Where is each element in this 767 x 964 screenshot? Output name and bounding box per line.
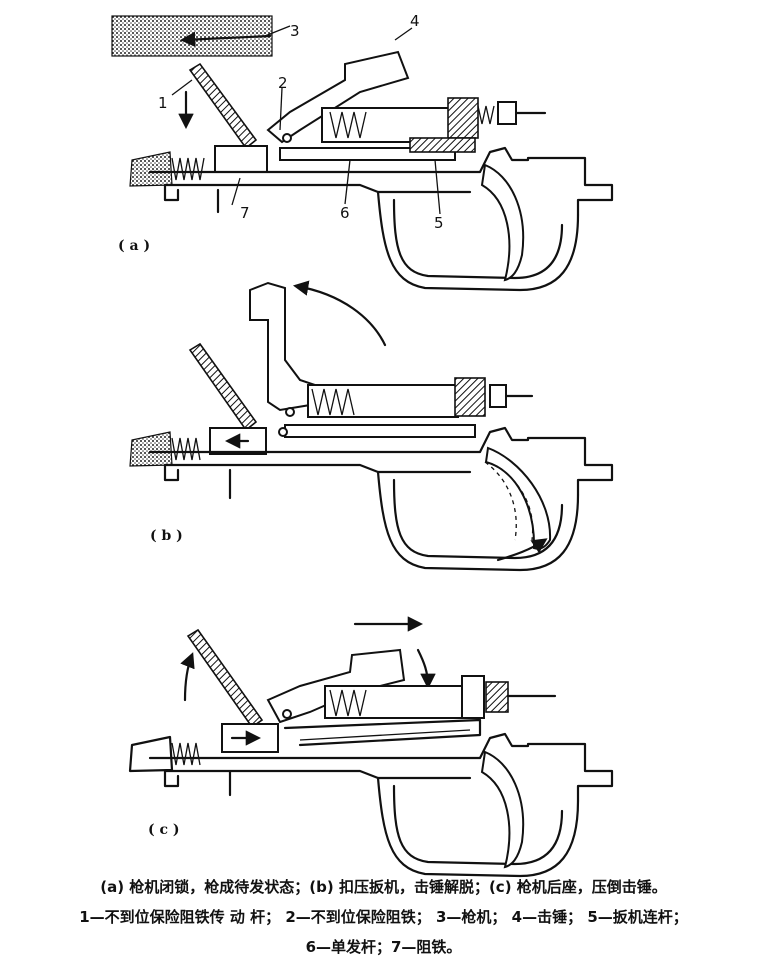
caption-line-3: 6—单发杆；7—阻铁。 <box>305 938 462 956</box>
callout-7: 7 <box>240 204 250 222</box>
panel-c <box>128 616 614 878</box>
panel-label-b: ( b ) <box>150 528 183 544</box>
panel-b <box>129 280 614 572</box>
callout-5: 5 <box>434 214 444 232</box>
caption-line-1: (a) 枪机闭锁，枪成待发状态；(b) 扣压扳机，击锤解脱；(c) 枪机后座，压… <box>100 878 667 896</box>
panel-label-a: ( a ) <box>118 238 150 254</box>
callout-2: 2 <box>278 74 288 92</box>
safety-rod-1 <box>188 62 258 150</box>
caption-line-2: 1—不到位保险阻铁传 动 杆； 2—不到位保险阻铁； 3—枪机； 4—击锤； 5… <box>79 908 688 926</box>
panel-label-c: ( c ) <box>148 822 180 838</box>
callout-4: 4 <box>410 12 420 30</box>
panel-a <box>111 15 614 292</box>
callout-6: 6 <box>340 204 350 222</box>
callout-1: 1 <box>158 94 168 112</box>
figure-caption: (a) 枪机闭锁，枪成待发状态；(b) 扣压扳机，击锤解脱；(c) 枪机后座，压… <box>12 872 755 962</box>
callout-3: 3 <box>290 22 300 40</box>
